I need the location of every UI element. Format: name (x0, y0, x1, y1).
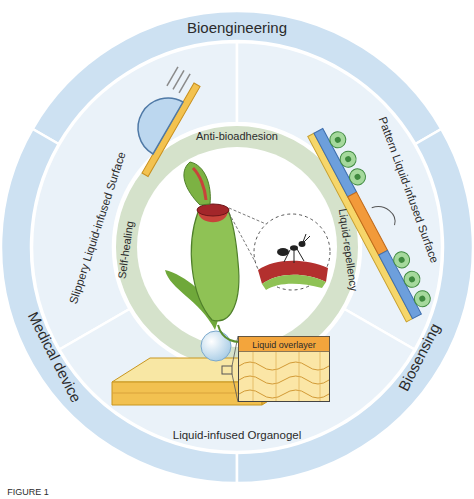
segment-label: Liquid-infused Organogel (173, 430, 302, 442)
inset-box: Liquid overlayer (238, 336, 330, 402)
cell-nucleus (398, 256, 406, 264)
center-disc (137, 147, 337, 347)
cell-nucleus (334, 136, 342, 144)
zoom-leader (232, 374, 238, 402)
zoom-marker (222, 366, 232, 374)
polymer-mesh (253, 352, 320, 401)
droplet (201, 331, 231, 361)
lid-vein (193, 168, 206, 200)
band-label: Bioengineering (187, 20, 287, 35)
cell-nucleus (353, 173, 361, 181)
property-ring (115, 125, 359, 369)
cell-nucleus (418, 295, 426, 303)
peristome (197, 204, 229, 216)
figure-caption: FIGURE 1 (7, 488, 49, 497)
cell-nucleus (344, 155, 352, 163)
zoom-circle (254, 214, 330, 290)
gel-matrix (239, 337, 330, 402)
liquid-layer (239, 337, 330, 352)
cell-nucleus (408, 275, 416, 283)
polymer-mesh (239, 362, 329, 398)
pitcher-body (191, 210, 239, 321)
ant-legs (284, 234, 310, 263)
property-label: Anti-bioadhesion (196, 131, 278, 142)
ant-thorax (290, 245, 298, 251)
inset-label: Liquid overlayer (252, 340, 316, 349)
